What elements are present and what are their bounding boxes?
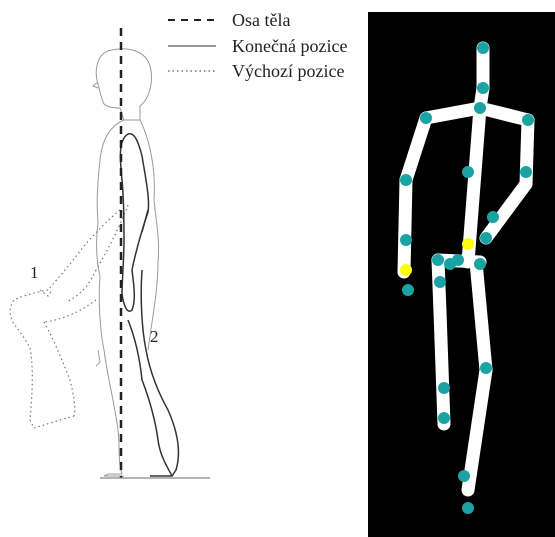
joint-right-wrist (480, 232, 492, 244)
joint-left-knee (438, 382, 450, 394)
joint-pelvis-b (452, 254, 464, 266)
joint-left-ankle (438, 412, 450, 424)
label-initial-number: 1 (30, 263, 39, 282)
sitting-figure (10, 205, 128, 428)
joint-right-forearm (487, 211, 499, 223)
joint-left-hand (402, 284, 414, 296)
joint-right-ankle (458, 470, 470, 482)
joint-right-knee (480, 362, 492, 374)
joint-left-hip (432, 254, 444, 266)
joint-left-shoulder (420, 112, 432, 124)
joint-right-hand-highlight (462, 238, 474, 250)
joint-spine-mid (462, 166, 474, 178)
joint-left-elbow (400, 174, 412, 186)
joint-right-elbow (520, 166, 532, 178)
joint-right-shoulder (522, 114, 534, 126)
final-leg (128, 270, 178, 476)
legend-label-final-position: Konečná pozice (232, 36, 347, 56)
joint-left-forearm (400, 234, 412, 246)
posture-illustration: Osa těla Konečná pozice Výchozí pozice (0, 0, 368, 537)
joint-chest (474, 102, 486, 114)
final-arm (120, 134, 148, 312)
legend-label-initial-position: Výchozí pozice (232, 61, 344, 81)
joint-pelvis-c (474, 258, 486, 270)
skeleton-pose-panel (368, 12, 555, 537)
standing-figure (93, 49, 159, 476)
joint-left-knee-upper (434, 276, 446, 288)
legend: Osa těla Konečná pozice Výchozí pozice (168, 10, 347, 81)
label-final-number: 2 (150, 327, 159, 346)
skeleton-panel-background (368, 12, 555, 537)
joint-neck (477, 82, 489, 94)
joint-head (477, 42, 489, 54)
legend-label-body-axis: Osa těla (232, 10, 290, 30)
joint-right-foot (462, 502, 474, 514)
joint-left-wrist-highlight (400, 264, 412, 276)
